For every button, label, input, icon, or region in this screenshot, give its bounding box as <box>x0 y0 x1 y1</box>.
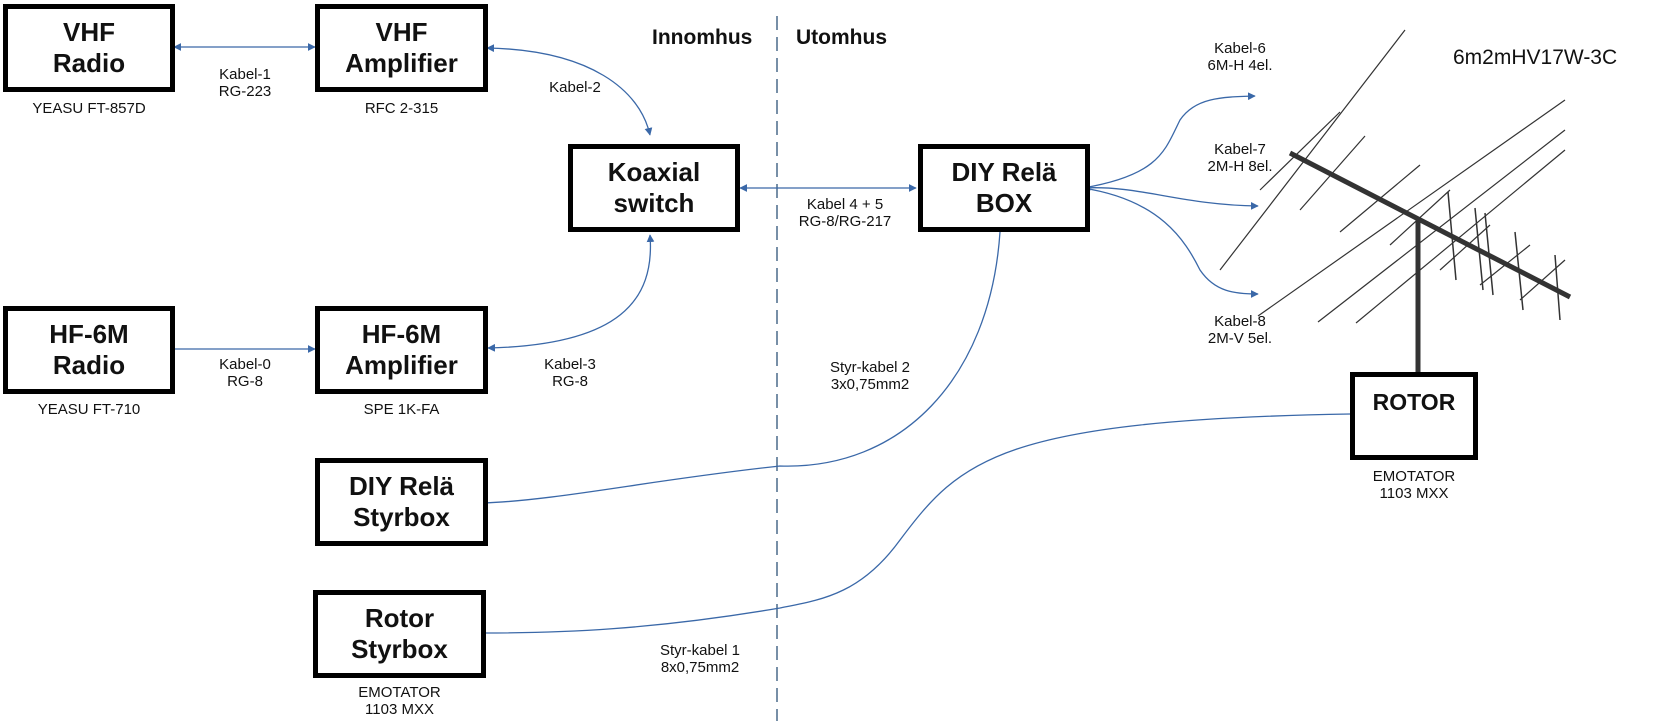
relay-box[interactable]: DIY Relä BOX <box>918 144 1090 232</box>
cable-kabel6 <box>1082 92 1256 191</box>
cable-label-kabel0: Kabel-0 RG-8 <box>200 356 290 390</box>
vhf-radio-box[interactable]: VHF Radio <box>3 4 175 92</box>
cable-name: Kabel-8 <box>1214 313 1266 330</box>
vhf-amp-label: VHF <box>375 17 428 47</box>
cable-kabel8 <box>1082 187 1259 298</box>
antenna-title: 6m2mHV17W-3C <box>1453 46 1618 69</box>
relay-ctrl-label-2: Styrbox <box>353 502 450 532</box>
coax-switch-label: Koaxial <box>607 157 701 187</box>
cable-name: Kabel-1 <box>219 66 271 83</box>
cable-type: 8x0,75mm2 <box>660 659 740 676</box>
cable-kabel7 <box>1082 187 1259 210</box>
cable-label-kabel7: Kabel-7 2M-H 8el. <box>1190 141 1290 175</box>
rotor-ctrl-model-line2: 1103 MXX <box>365 701 434 718</box>
cable-name: Kabel-6 <box>1214 40 1266 57</box>
hf-radio-model: YEASU FT-710 <box>37 401 141 418</box>
cable-label-styr2: Styr-kabel 2 3x0,75mm2 <box>810 359 930 393</box>
vhf-amp-label-2: Amplifier <box>345 48 458 78</box>
hf-amp-model: SPE 1K-FA <box>363 401 440 418</box>
cable-label-kabel1: Kabel-1 RG-223 <box>200 66 290 100</box>
cable-name: Styr-kabel 2 <box>829 359 911 376</box>
cable-name: Styr-kabel 1 <box>659 642 741 659</box>
cable-type: 6M-H 4el. <box>1207 57 1273 74</box>
cable-label-styr1: Styr-kabel 1 8x0,75mm2 <box>640 642 760 676</box>
cable-kabel2 <box>486 44 653 136</box>
cable-label-kabel2: Kabel-2 <box>530 79 620 96</box>
cable-type: RG-8 <box>227 373 263 390</box>
vhf-radio-model: YEASU FT-857D <box>32 100 146 117</box>
zone-label-indoor: Innomhus <box>652 26 753 49</box>
cable-kabel3 <box>487 234 655 352</box>
cable-type: 2M-H 8el. <box>1207 158 1273 175</box>
cable-name: Kabel-3 <box>544 356 596 373</box>
hf-radio-label: HF-6M <box>49 319 129 349</box>
cable-label-kabel3: Kabel-3 RG-8 <box>525 356 615 390</box>
cable-type: 2M-V 5el. <box>1207 330 1273 347</box>
rotor-ctrl-model-line1: EMOTATOR <box>358 684 441 701</box>
vhf-radio-label: VHF <box>63 17 115 47</box>
cable-styr1 <box>483 413 1351 634</box>
cable-label-kabel6: Kabel-6 6M-H 4el. <box>1190 40 1290 74</box>
cable-name: Kabel 4 + 5 <box>806 196 884 213</box>
antenna-drawing <box>1219 29 1572 372</box>
coax-switch-box[interactable]: Koaxial switch <box>568 144 740 232</box>
cable-name: Kabel-7 <box>1214 141 1266 158</box>
rotor-ctrl-label: Rotor <box>364 603 435 633</box>
coax-switch-label-2: switch <box>613 188 695 218</box>
hf-amplifier-box[interactable]: HF-6M Amplifier <box>315 306 488 394</box>
cable-type: RG-8 <box>552 373 588 390</box>
cable-label-kabel8: Kabel-8 2M-V 5el. <box>1190 313 1290 347</box>
relay-box-label-2: BOX <box>975 188 1033 218</box>
rotor-model-line1: EMOTATOR <box>1372 468 1456 485</box>
relay-box-label: DIY Relä <box>951 157 1057 187</box>
cable-type: RG-223 <box>218 83 272 100</box>
cable-name: Kabel-2 <box>549 79 601 96</box>
rotor-ctrl-model: EMOTATOR 1103 MXX <box>313 684 486 718</box>
rotor-label: ROTOR <box>1372 389 1456 415</box>
vhf-amplifier-box[interactable]: VHF Amplifier <box>315 4 488 92</box>
rotor-model: EMOTATOR 1103 MXX <box>1350 468 1478 502</box>
vhf-radio-label-2: Radio <box>52 48 126 78</box>
rotor-box[interactable]: ROTOR <box>1350 372 1478 460</box>
hf-radio-box[interactable]: HF-6M Radio <box>3 306 175 394</box>
hf-amp-label-2: Amplifier <box>345 350 458 380</box>
relay-ctrl-label: DIY Relä <box>348 471 454 501</box>
rotor-model-line2: 1103 MXX <box>1379 485 1449 502</box>
zone-label-outdoor: Utomhus <box>796 26 887 49</box>
cable-label-kabel45: Kabel 4 + 5 RG-8/RG-217 <box>785 196 905 230</box>
relay-control-box[interactable]: DIY Relä Styrbox <box>315 458 488 546</box>
hf-radio-label-2: Radio <box>52 350 126 380</box>
cable-type: 3x0,75mm2 <box>830 376 910 393</box>
rotor-ctrl-label-2: Styrbox <box>351 634 448 664</box>
antenna-boom <box>1288 150 1572 300</box>
cable-type: RG-8/RG-217 <box>798 213 892 230</box>
vhf-amp-model: RFC 2-315 <box>364 100 439 117</box>
cable-name: Kabel-0 <box>219 356 271 373</box>
cable-styr2 <box>483 231 1001 504</box>
rotor-control-box[interactable]: Rotor Styrbox <box>313 590 486 678</box>
hf-amp-label: HF-6M <box>361 319 442 349</box>
